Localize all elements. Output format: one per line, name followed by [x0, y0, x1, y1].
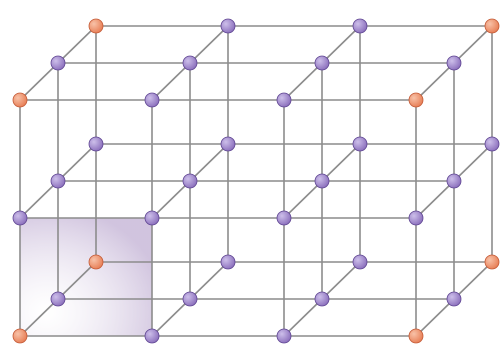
highlighted-face: [20, 218, 152, 336]
corner-atom: [88, 254, 104, 270]
corner-atom: [408, 92, 424, 108]
lattice-atom: [314, 173, 330, 189]
lattice-atom: [144, 92, 160, 108]
lattice-atom: [50, 173, 66, 189]
lattice-atom: [144, 210, 160, 226]
lattice-atom: [352, 18, 368, 34]
lattice-atom: [182, 173, 198, 189]
lattice-atom: [314, 291, 330, 307]
lattice-atom: [352, 254, 368, 270]
lattice-atom: [484, 136, 500, 152]
lattice-atom: [88, 136, 104, 152]
lattice-atom: [220, 136, 236, 152]
lattice-atom: [144, 328, 160, 344]
corner-atom: [88, 18, 104, 34]
lattice-atom: [276, 210, 292, 226]
lattice-atom: [446, 55, 462, 71]
lattice-atom: [182, 55, 198, 71]
lattice-atom: [182, 291, 198, 307]
lattice-atom: [446, 173, 462, 189]
lattice-atom: [220, 18, 236, 34]
lattice-atom: [446, 291, 462, 307]
lattice-atom: [50, 55, 66, 71]
lattice-atoms: [12, 18, 500, 344]
lattice-atom: [276, 328, 292, 344]
lattice-atom: [220, 254, 236, 270]
lattice-atom: [408, 210, 424, 226]
corner-atom: [484, 18, 500, 34]
lattice-atom: [50, 291, 66, 307]
lattice-atom: [314, 55, 330, 71]
lattice-atom: [276, 92, 292, 108]
corner-atom: [12, 328, 28, 344]
corner-atom: [12, 92, 28, 108]
corner-atom: [484, 254, 500, 270]
corner-atom: [408, 328, 424, 344]
highlighted-unit-cell-face: [20, 218, 152, 336]
lattice-atom: [352, 136, 368, 152]
lattice-atom: [12, 210, 28, 226]
